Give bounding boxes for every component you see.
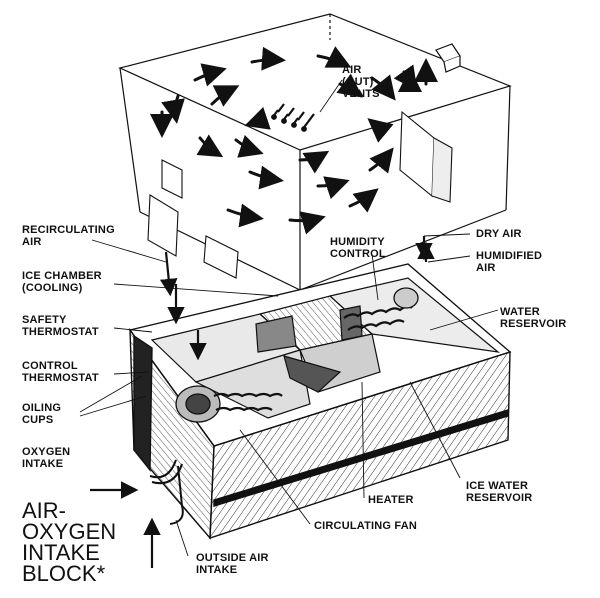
air-vents-cluster xyxy=(271,103,315,132)
label-air-oxygen-intake-block: AIR- OXYGEN INTAKE BLOCK* xyxy=(22,498,117,586)
label-ice-chamber: ICE CHAMBER (COOLING) xyxy=(22,270,102,294)
hood-baffles xyxy=(147,110,453,279)
oxygen-intake-pipe xyxy=(149,459,184,525)
hood-outlet-box xyxy=(435,43,461,73)
intake-arrows xyxy=(90,236,435,568)
label-water-reservoir: WATER RESERVOIR xyxy=(500,306,567,330)
label-humidity-control: HUMIDITY CONTROL xyxy=(330,236,386,260)
label-circulating-fan: CIRCULATING FAN xyxy=(314,520,418,532)
label-leader-lines xyxy=(79,79,499,557)
label-recirculating-air: RECIRCULATING AIR xyxy=(22,224,115,248)
label-oiling-cups: OILING CUPS xyxy=(22,402,62,426)
label-oxygen-intake: OXYGEN INTAKE xyxy=(22,446,71,470)
label-safety-thermostat: SAFETY THERMOSTAT xyxy=(22,314,99,338)
label-humidified-air: HUMIDIFIED AIR xyxy=(476,250,543,274)
label-control-thermostat: CONTROL THERMOSTAT xyxy=(22,360,99,384)
circulating-fan-assembly xyxy=(175,287,419,423)
label-ice-water-reservoir: ICE WATER RESERVOIR xyxy=(466,480,533,504)
label-outside-air-intake: OUTSIDE AIR INTAKE xyxy=(196,552,269,576)
label-dry-air: DRY AIR xyxy=(476,228,522,240)
label-heater: HEATER xyxy=(368,494,414,506)
cabinet-interior xyxy=(150,277,501,419)
label-air-out-vents: AIR (OUT) VENTS xyxy=(342,64,380,100)
air-circulation-arrows xyxy=(150,46,438,235)
